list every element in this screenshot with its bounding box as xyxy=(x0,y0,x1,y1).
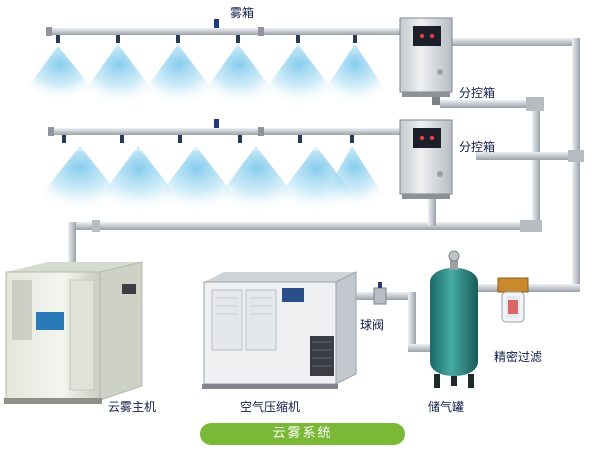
mist-row-2 xyxy=(32,146,390,220)
nozzle-label: 微雾喷嘴 xyxy=(72,143,104,152)
label-filter: 精密过滤 xyxy=(494,350,543,364)
nozzle-label: 微雾喷嘴 xyxy=(190,143,222,152)
label-sub-box-1: 分控箱 xyxy=(459,86,496,100)
host-machine xyxy=(4,261,143,404)
control-box-1 xyxy=(399,17,453,105)
nozzle-label: 微雾喷嘴 xyxy=(130,143,162,152)
nozzle-label: 微雾喷嘴 xyxy=(248,143,280,152)
control-box-2 xyxy=(399,119,453,199)
mist-row-1 xyxy=(20,44,392,112)
ball-valve xyxy=(373,282,387,305)
label-compressor: 空气压缩机 xyxy=(240,400,301,414)
air-tank xyxy=(430,250,478,388)
manifold-pipe-2 xyxy=(48,119,402,143)
manifold-pipe-1 xyxy=(46,19,402,43)
label-ball-valve: 球阀 xyxy=(360,318,385,332)
label-tank: 储气罐 xyxy=(428,400,465,414)
supply-pipes xyxy=(68,38,584,352)
precision-filter xyxy=(497,277,529,323)
label-sub-box-2: 分控箱 xyxy=(459,140,496,154)
label-host: 云雾主机 xyxy=(108,400,157,414)
nozzle-label: 微雾喷嘴 xyxy=(306,143,338,152)
system-title-banner: 云雾系统 xyxy=(200,423,405,445)
air-compressor xyxy=(202,271,357,389)
label-mist-box: 雾箱 xyxy=(230,6,255,20)
